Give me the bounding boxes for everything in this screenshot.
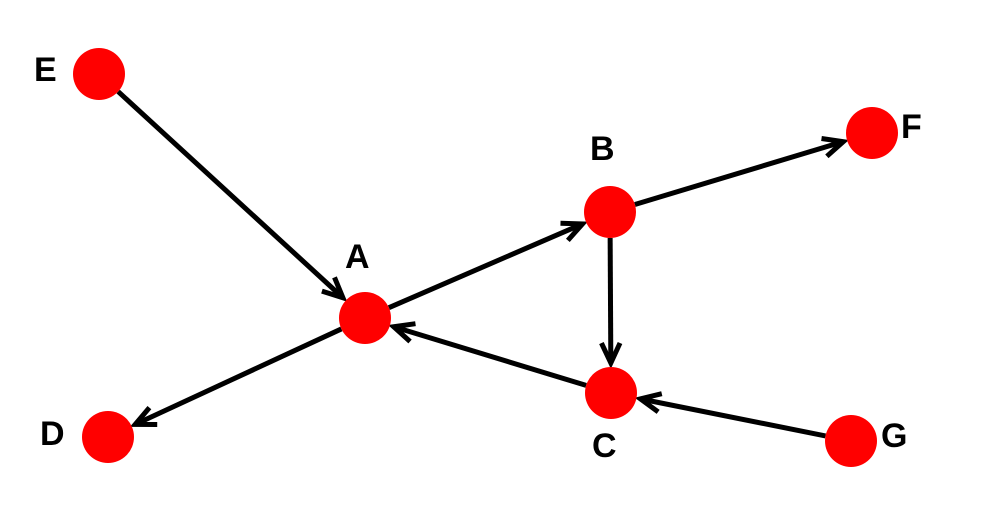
edge-line — [116, 89, 345, 300]
edge-C-A — [388, 321, 587, 388]
labels-layer: A B C D E F G — [34, 51, 922, 465]
arrowhead-icon — [129, 405, 158, 427]
nodes-layer — [73, 48, 898, 467]
edge-A-D — [129, 326, 343, 427]
edge-B-F — [634, 136, 849, 207]
edges-layer — [116, 89, 849, 439]
edge-line — [134, 326, 343, 427]
node-label-F: F — [901, 108, 922, 146]
node-F — [846, 107, 898, 159]
edge-B-C — [599, 237, 623, 369]
node-E — [73, 48, 125, 100]
arrowhead-icon — [821, 136, 849, 159]
edge-line — [607, 237, 614, 364]
arrowhead-icon — [599, 341, 623, 369]
node-label-E: E — [34, 51, 57, 89]
edge-A-B — [387, 220, 588, 310]
node-A — [339, 292, 391, 344]
arrowhead-icon — [634, 391, 663, 414]
arrowhead-icon — [321, 276, 348, 302]
edge-line — [387, 221, 584, 310]
edge-E-A — [116, 89, 348, 302]
node-label-D: D — [40, 415, 65, 453]
edge-line — [634, 139, 844, 207]
node-B — [584, 186, 636, 238]
arrowhead-icon — [560, 220, 588, 243]
node-label-G: G — [881, 417, 907, 455]
node-G — [825, 415, 877, 467]
node-C — [585, 367, 637, 419]
edge-line — [392, 324, 587, 388]
node-D — [82, 411, 134, 463]
edge-line — [639, 396, 826, 439]
node-label-C: C — [592, 427, 617, 465]
edge-G-C — [634, 391, 826, 439]
node-label-B: B — [590, 130, 615, 168]
node-label-A: A — [345, 238, 370, 276]
arrowhead-icon — [388, 321, 416, 344]
